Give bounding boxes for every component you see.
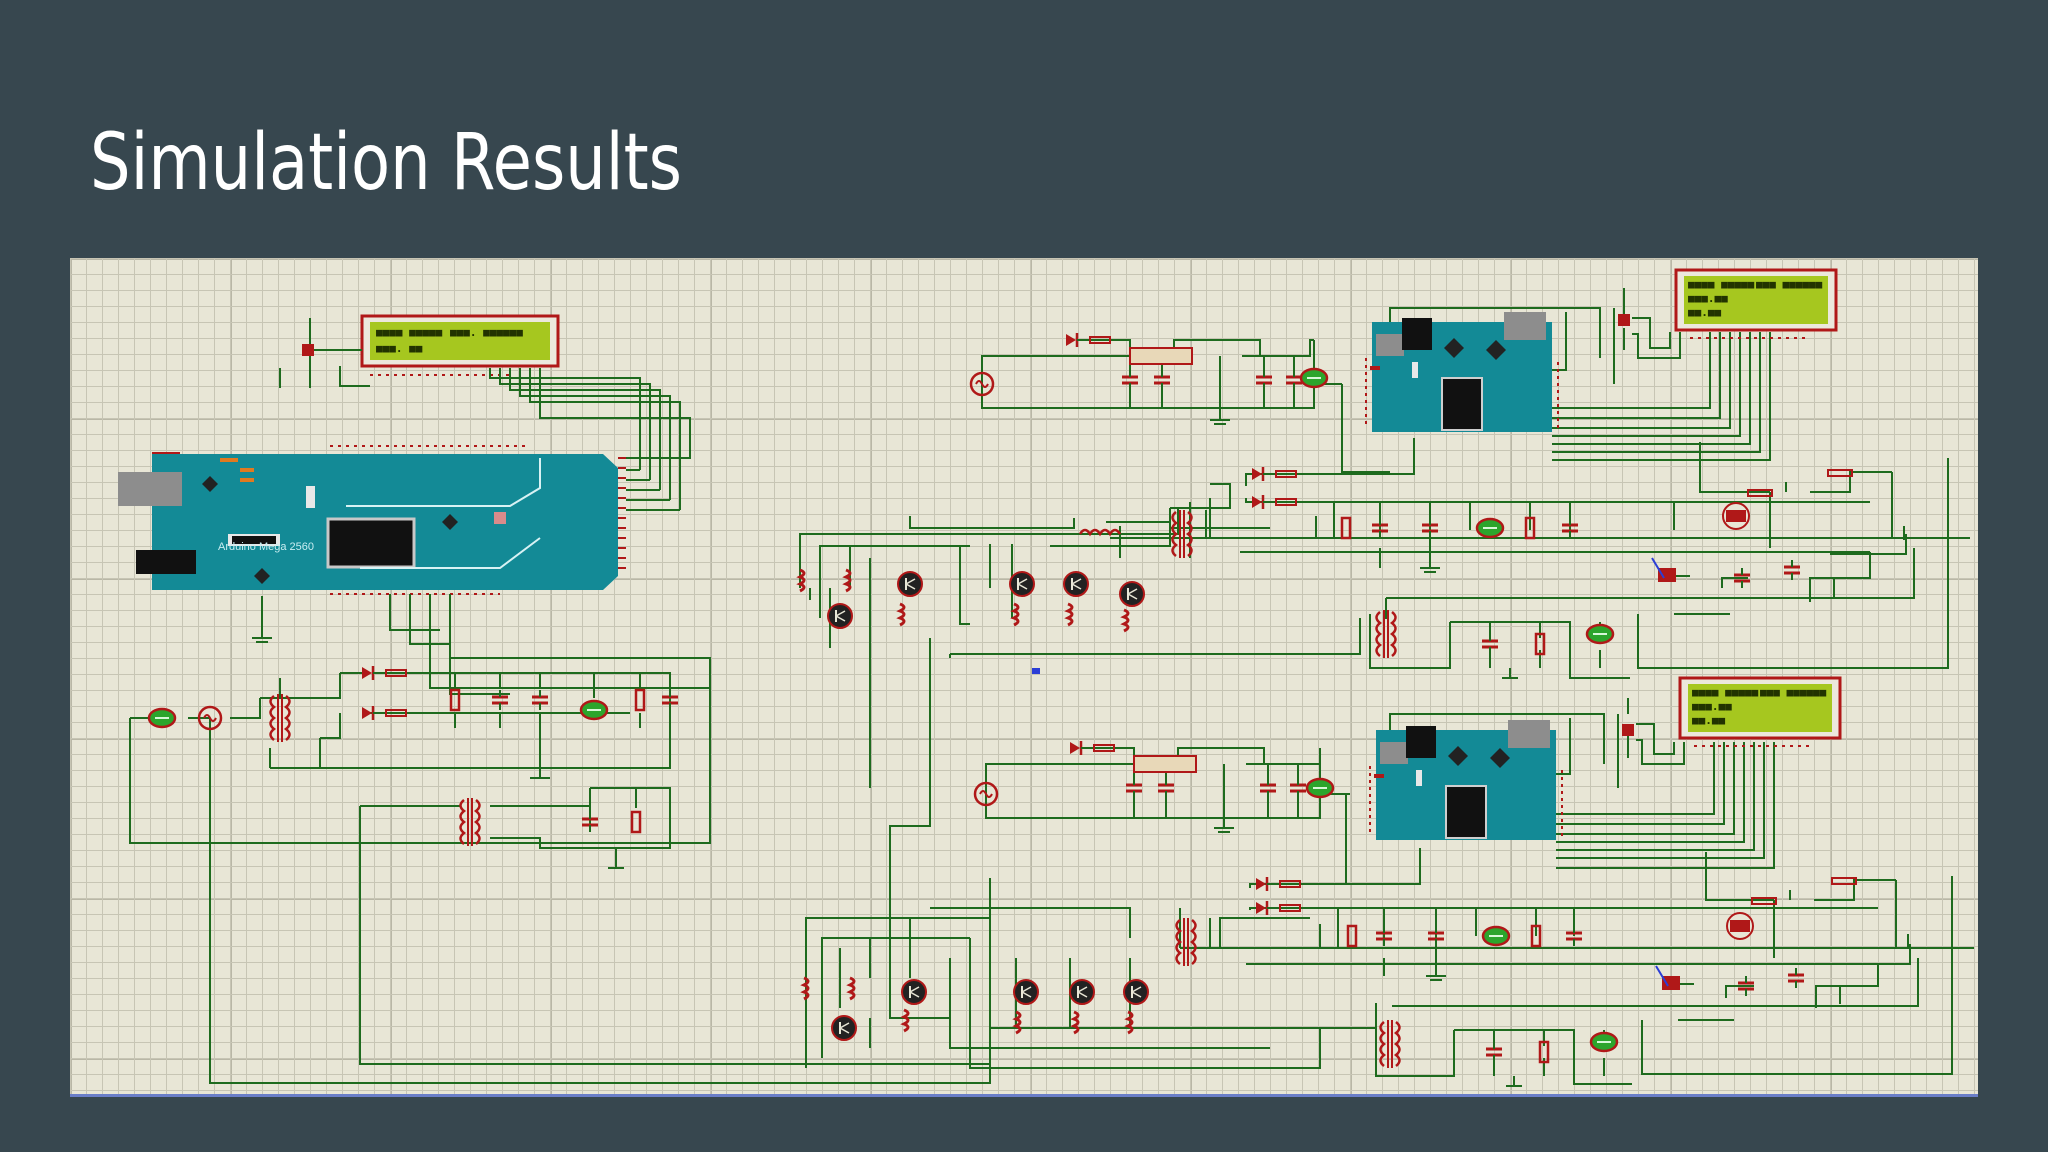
ground-icon — [1426, 975, 1446, 981]
optocoupler-icon — [898, 602, 906, 627]
transistor-icon — [1063, 571, 1089, 597]
capacitor-icon — [530, 688, 550, 712]
led-icon — [1305, 777, 1335, 799]
resistor-icon — [1831, 877, 1857, 885]
capacitor-icon — [1480, 632, 1500, 656]
lcd-line-3: ■■■.■■ — [1688, 292, 1728, 305]
capacitor-icon — [1258, 776, 1278, 800]
resistor-icon — [1827, 469, 1853, 477]
potentiometer-icon — [1618, 288, 1630, 326]
capacitor-icon — [1782, 558, 1802, 582]
transistor-icon — [1119, 581, 1145, 607]
lcd-display-icon: ■■■■ ■■■■■ ■■■. ■■■■■■ ■■■. ■■ — [360, 314, 560, 368]
resistor-icon — [1340, 516, 1352, 540]
transistor-icon — [827, 603, 853, 629]
capacitor-icon — [1156, 776, 1176, 800]
led-icon — [147, 707, 177, 729]
transistor-icon — [901, 979, 927, 1005]
optocoupler-icon — [902, 1008, 910, 1033]
schematic-canvas[interactable]: Arduino Mega 2560 ■■■■ ■■■■■ ■■■. ■■■■■■… — [70, 258, 1978, 1097]
ground-icon — [1210, 419, 1230, 425]
resistor-icon — [1747, 489, 1773, 497]
ground-icon — [1214, 827, 1234, 833]
mosfet-icon — [1722, 502, 1750, 530]
lcd-line-1: ■■■■ ■■■■■ — [1692, 686, 1759, 699]
optocoupler-icon — [844, 568, 852, 593]
led-icon — [1589, 1031, 1619, 1053]
capacitor-icon — [1484, 1040, 1504, 1064]
resistor-icon — [630, 810, 642, 834]
transformer-icon — [269, 692, 291, 744]
diode-icon — [1064, 331, 1116, 349]
transformer-icon — [459, 796, 481, 848]
lcd-line-1: ■■■■ ■■■■■ — [376, 326, 443, 339]
lcd-line-3: ■■■.■■ — [1692, 700, 1732, 713]
led-icon — [1475, 517, 1505, 539]
mosfet-icon — [1726, 912, 1754, 940]
inductor-icon — [1078, 528, 1122, 537]
transistor-icon — [1069, 979, 1095, 1005]
mega-board-label: Arduino Mega 2560 — [218, 541, 314, 553]
optocoupler-icon — [1122, 608, 1130, 633]
capacitor-icon — [1284, 368, 1304, 392]
optocoupler-icon — [1072, 1010, 1080, 1035]
voltage-regulator-icon — [1129, 347, 1193, 365]
marker-icon — [1032, 668, 1040, 674]
diode-icon — [1254, 875, 1306, 893]
lcd-line-4: ■■.■■ — [1688, 306, 1721, 319]
voltage-regulator-icon — [1133, 755, 1197, 773]
uno-board-icon[interactable] — [1370, 312, 1552, 432]
led-icon — [1481, 925, 1511, 947]
diode-icon — [1250, 465, 1302, 483]
transistor-icon — [1123, 979, 1149, 1005]
lcd-line-4: ■■.■■ — [1692, 714, 1725, 727]
lcd-line-2: ■■■ ■■■■■■ — [1756, 278, 1823, 291]
slide-title: Simulation Results — [90, 118, 682, 208]
optocoupler-icon — [1066, 602, 1074, 627]
capacitor-icon — [1288, 776, 1308, 800]
potentiometer-icon — [302, 318, 362, 388]
led-icon — [1299, 367, 1329, 389]
transformer-icon — [1171, 508, 1193, 560]
optocoupler-icon — [848, 976, 856, 1001]
lcd-line-1: ■■■■ ■■■■■ — [1688, 278, 1755, 291]
uno-board-icon[interactable] — [1374, 720, 1556, 840]
diode-icon — [360, 664, 412, 682]
transistor-icon — [1013, 979, 1039, 1005]
transistor-icon — [831, 1015, 857, 1041]
capacitor-icon — [1124, 776, 1144, 800]
lcd-display-icon: ■■■■ ■■■■■ ■■■ ■■■■■■ ■■■.■■ ■■.■■ — [1674, 268, 1838, 332]
led-icon — [579, 699, 609, 721]
diode-icon — [1254, 899, 1306, 917]
resistor-icon — [1751, 897, 1777, 905]
capacitor-icon — [1152, 368, 1172, 392]
capacitor-icon — [1786, 966, 1806, 990]
svg-text:■■■. ■■: ■■■. ■■ — [376, 342, 423, 355]
led-icon — [1585, 623, 1615, 645]
relay-icon — [1651, 557, 1690, 582]
capacitor-icon — [1120, 368, 1140, 392]
transformer-icon — [1379, 1018, 1401, 1070]
lcd-line-2: ■■■. ■■■■■■ — [450, 326, 523, 339]
circuit-schematic: Arduino Mega 2560 ■■■■ ■■■■■ ■■■. ■■■■■■… — [118, 268, 1974, 1087]
relay-icon — [1655, 965, 1694, 990]
potentiometer-icon — [1622, 724, 1634, 736]
capacitor-icon — [1254, 368, 1274, 392]
transistor-icon — [897, 571, 923, 597]
ground-icon — [252, 637, 624, 869]
transistor-icon — [1009, 571, 1035, 597]
lcd-display-icon: ■■■■ ■■■■■ ■■■ ■■■■■■ ■■■.■■ ■■.■■ — [1678, 676, 1842, 740]
diode-icon — [360, 704, 412, 722]
diode-icon — [1068, 739, 1120, 757]
resistor-icon — [1346, 924, 1358, 948]
optocoupler-icon — [1012, 602, 1020, 627]
diode-icon — [1250, 493, 1302, 511]
resistor-icon — [634, 688, 646, 712]
lcd-line-2: ■■■ ■■■■■■ — [1760, 686, 1827, 699]
ground-icon — [1420, 567, 1440, 573]
mega-board-icon[interactable]: Arduino Mega 2560 — [118, 452, 618, 590]
